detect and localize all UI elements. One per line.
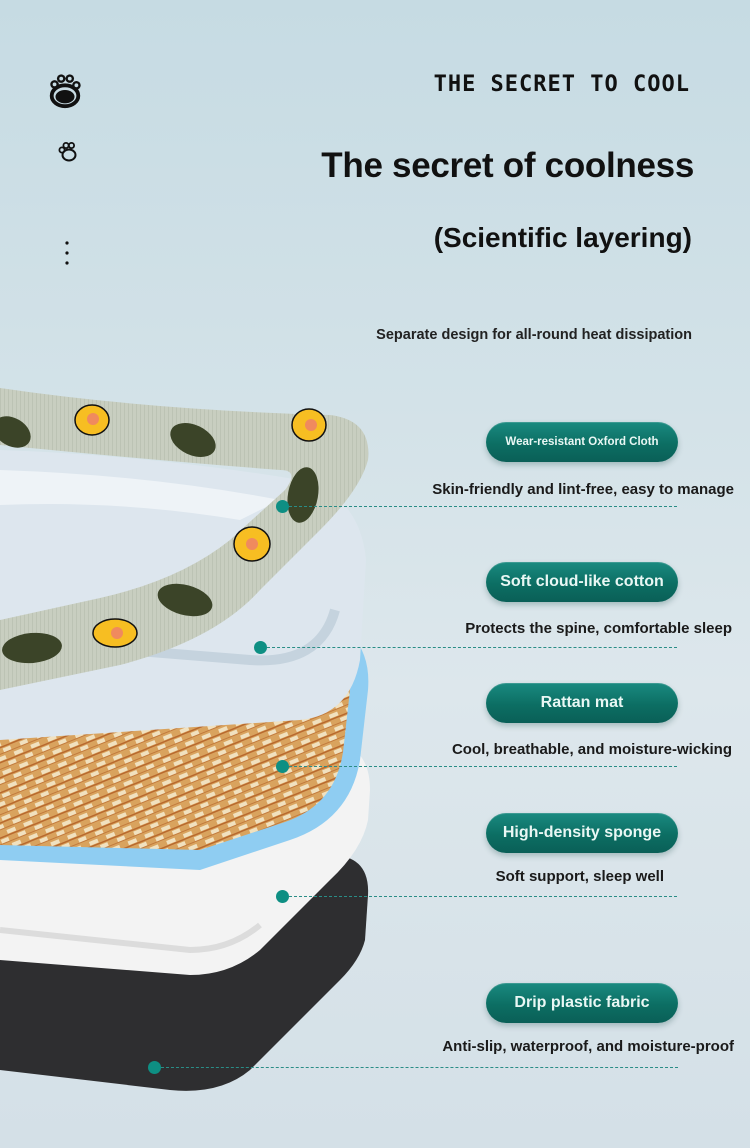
layer-5-leader-line bbox=[161, 1067, 678, 1068]
layer-stack-illustration bbox=[0, 388, 370, 1091]
layer-1-marker bbox=[276, 500, 289, 513]
layer-1-leader-line bbox=[289, 506, 677, 507]
tagline: Separate design for all-round heat dissi… bbox=[376, 327, 692, 343]
layer-3-leader-line bbox=[289, 766, 677, 767]
layer-3-marker bbox=[276, 760, 289, 773]
page-title: The secret of coolness bbox=[321, 146, 694, 185]
layer-description-rattan-mat: Cool, breathable, and moisture-wicking bbox=[451, 741, 732, 758]
layer-description-sponge: Soft support, sleep well bbox=[495, 868, 664, 885]
layer-label-drip-plastic: Drip plastic fabric bbox=[486, 983, 678, 1023]
layer-label-rattan-mat: Rattan mat bbox=[486, 683, 678, 723]
layer-2-marker bbox=[254, 641, 267, 654]
layer-label-cotton: Soft cloud-like cotton bbox=[486, 562, 678, 602]
layer-2-leader-line bbox=[267, 647, 677, 648]
layer-label-oxford-cloth: Wear-resistant Oxford Cloth bbox=[486, 422, 678, 462]
page-subtitle: (Scientific layering) bbox=[433, 222, 692, 253]
eyebrow-heading: THE SECRET TO COOL bbox=[433, 72, 690, 97]
layer-5-marker bbox=[148, 1061, 161, 1074]
paw-icon bbox=[49, 74, 81, 109]
layer-4-leader-line bbox=[289, 896, 677, 897]
layer-description-cotton: Protects the spine, comfortable sleep bbox=[465, 620, 732, 637]
paw-icon-small bbox=[58, 142, 77, 162]
layer-description-oxford-cloth: Skin-friendly and lint-free, easy to man… bbox=[432, 481, 734, 498]
layer-4-marker bbox=[276, 890, 289, 903]
layer-description-drip-plastic: Anti-slip, waterproof, and moisture-proo… bbox=[442, 1038, 734, 1055]
layer-label-sponge: High-density sponge bbox=[486, 813, 678, 853]
vertical-dots-icon bbox=[65, 241, 69, 265]
